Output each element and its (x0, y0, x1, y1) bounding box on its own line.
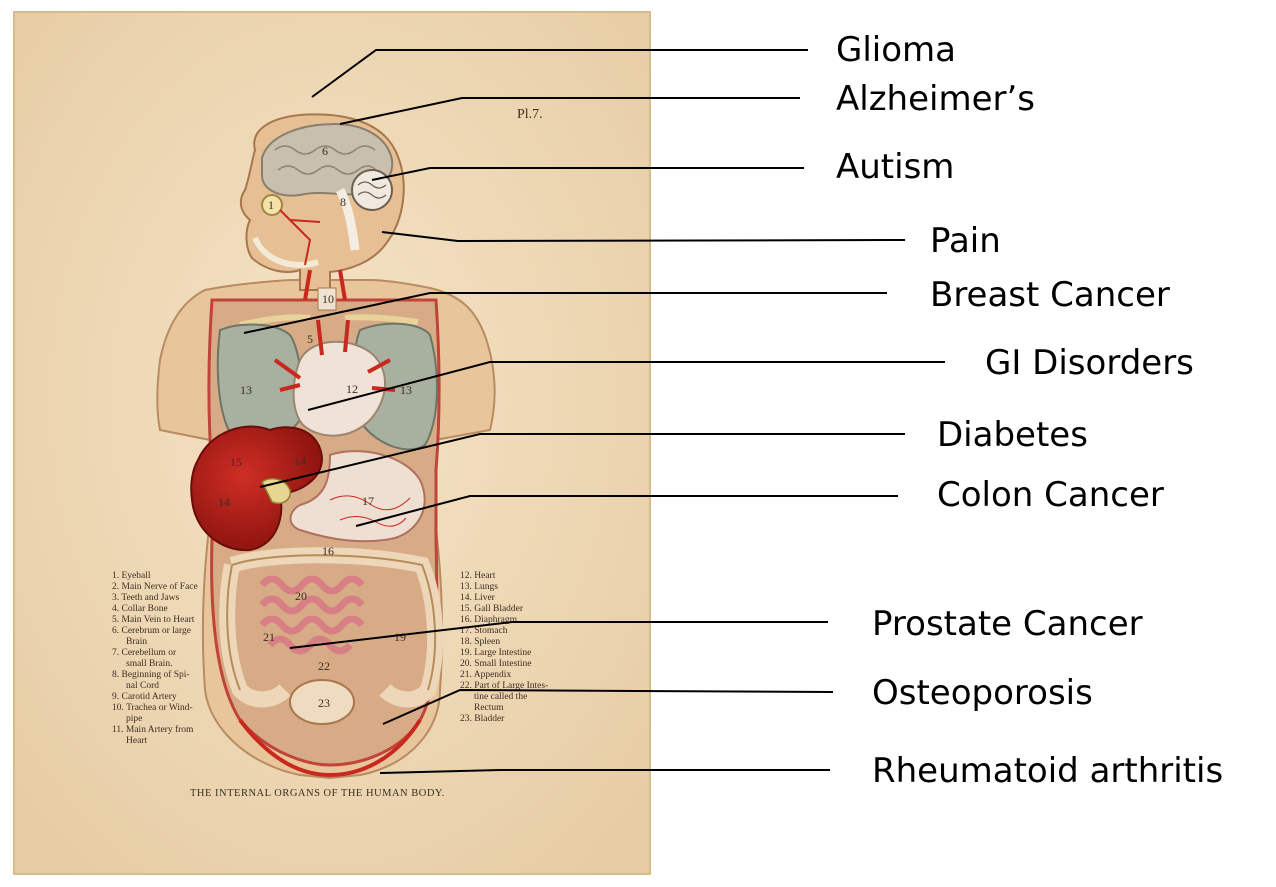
label-autism: Autism (836, 150, 954, 184)
organ-number: 14 (218, 495, 230, 509)
label-rheumatoid-arthritis: Rheumatoid arthritis (872, 754, 1223, 788)
legend-item: nal Cord (126, 681, 159, 691)
organ-number: 6 (322, 144, 328, 158)
legend-item: 5. Main Vein to Heart (112, 615, 195, 625)
organ-number: 13 (400, 383, 412, 397)
organ-number: 21 (263, 630, 275, 644)
label-glioma: Glioma (836, 33, 956, 67)
label-osteoporosis: Osteoporosis (872, 676, 1093, 710)
legend-item: 19. Large Intestine (460, 648, 531, 658)
label-pain: Pain (930, 224, 1001, 258)
legend-item: Rectum (474, 703, 504, 713)
organ-number: 23 (318, 696, 330, 710)
organ-number: 20 (295, 589, 307, 603)
legend-item: 15. Gall Bladder (460, 604, 524, 614)
legend-item: small Brain. (126, 659, 172, 669)
legend-item: 20. Small Intestine (460, 659, 532, 669)
organ-number: 10 (322, 292, 334, 306)
label-diabetes: Diabetes (937, 418, 1088, 452)
legend-item: 4. Collar Bone (112, 604, 168, 614)
legend-item: 12. Heart (460, 571, 496, 581)
plate-number: Pl.7. (517, 107, 543, 122)
organ-number: 1 (268, 198, 274, 212)
legend-item: Brain (126, 637, 147, 647)
legend-item: 8. Beginning of Spi- (112, 669, 190, 680)
organ-number: 19 (394, 630, 406, 644)
legend-item: 10. Trachea or Wind- (112, 703, 193, 713)
organ-number: 17 (362, 494, 374, 508)
organ-number: 12 (346, 382, 358, 396)
legend-item: 13. Lungs (460, 582, 498, 592)
organ-number: 14 (294, 454, 306, 468)
legend-item: 2. Main Nerve of Face (112, 581, 198, 592)
label-breast-cancer: Breast Cancer (930, 278, 1170, 312)
legend-item: tine called the (474, 692, 527, 702)
legend-item: 18. Spleen (460, 637, 500, 647)
organ-number: 22 (318, 659, 330, 673)
legend-item: pipe (126, 714, 142, 724)
legend-item: 21. Appendix (460, 670, 511, 680)
legend-item: 14. Liver (460, 593, 496, 603)
organ-number: 5 (307, 332, 313, 346)
cerebellum (352, 170, 392, 210)
organ-number: 16 (322, 544, 334, 558)
legend-item: 11. Main Artery from (112, 724, 194, 735)
legend-item: 7. Cerebellum or (112, 648, 177, 658)
legend-item: 16. Diaphragm (460, 615, 518, 625)
label-colon-cancer: Colon Cancer (937, 478, 1164, 512)
legend-item: 17. Stomach (460, 626, 508, 636)
organ-number: 13 (240, 383, 252, 397)
legend-item: 1. Eyeball (112, 571, 151, 581)
legend-item: 3. Teeth and Jaws (112, 593, 180, 603)
plate-caption: THE INTERNAL ORGANS OF THE HUMAN BODY. (190, 788, 445, 799)
legend-item: Heart (126, 736, 147, 746)
label-prostate-cancer: Prostate Cancer (872, 607, 1143, 641)
label-gi-disorders: GI Disorders (985, 346, 1194, 380)
legend-item: 23. Bladder (460, 714, 505, 724)
legend-item: 6. Cerebrum or large (112, 626, 191, 636)
label-alzheimers: Alzheimer’s (836, 82, 1035, 116)
legend-item: 22. Part of Large Intes- (460, 680, 548, 691)
anatomy-plate: Pl.7. 1 6 8 10 5 12 13 13 (0, 0, 660, 887)
organ-number: 15 (230, 455, 242, 469)
legend-item: 9. Carotid Artery (112, 692, 177, 702)
organ-number: 8 (340, 195, 346, 209)
